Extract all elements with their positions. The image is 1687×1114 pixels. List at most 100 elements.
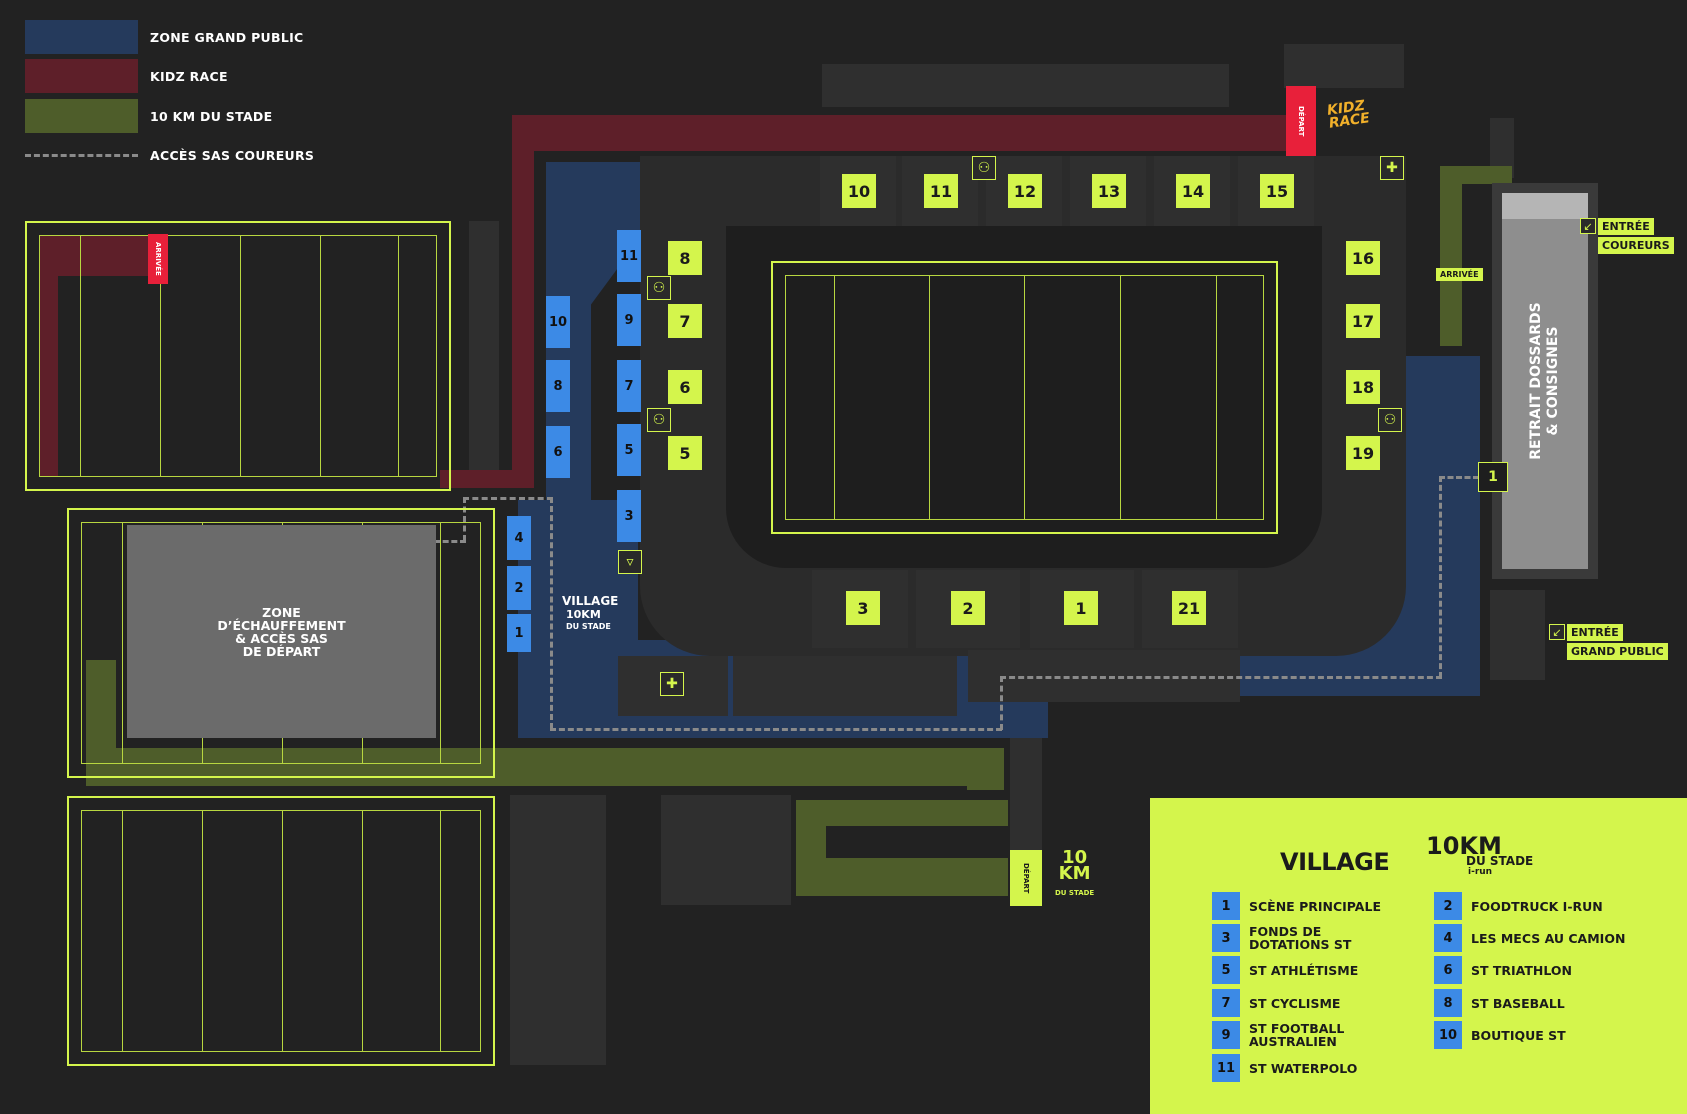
- key-item: 5 ST ATHLÉTISME: [1212, 956, 1358, 984]
- kidz-route-join: [440, 470, 534, 488]
- stand-label: 8: [668, 241, 702, 275]
- village-logo-main: 10KM: [566, 608, 601, 621]
- stand-label: 1: [1064, 591, 1098, 625]
- building-top: [822, 64, 1229, 107]
- retrait-marker: 1: [1478, 462, 1508, 492]
- stand-label: 13: [1092, 174, 1126, 208]
- village-booth: 8: [546, 360, 570, 412]
- key-panel-sponsor: i-run: [1468, 867, 1493, 877]
- stand-label: 5: [668, 436, 702, 470]
- retrait-label: RETRAIT DOSSARDS: [1528, 302, 1544, 460]
- key-item-num: 9: [1212, 1021, 1240, 1049]
- key-item-label: ST TRIATHLON: [1471, 962, 1572, 978]
- warmup-zone-line: & ACCÈS SAS: [235, 630, 328, 646]
- key-item-num: 2: [1434, 892, 1462, 920]
- village-booth: 6: [546, 426, 570, 478]
- stand-label: 15: [1260, 174, 1294, 208]
- village-booth: 5: [617, 424, 641, 476]
- warmup-zone-line: ZONE: [262, 604, 301, 620]
- 10km-route-right-vertical: [1440, 166, 1462, 346]
- stand-label: 3: [846, 591, 880, 625]
- key-item-label: ST WATERPOLO: [1249, 1060, 1358, 1076]
- village-logo: 10KM DU STADE: [566, 609, 611, 632]
- key-item-num: 7: [1212, 989, 1240, 1017]
- entree-coureurs-tag: ENTRÉE: [1598, 218, 1654, 235]
- key-panel-logo-du: DU: [1466, 854, 1486, 868]
- legend-label: ACCÈS SAS COUREURS: [150, 147, 315, 163]
- key-panel-title: VILLAGE: [1280, 848, 1390, 876]
- stand-label: 7: [668, 304, 702, 338]
- 10km-route-bottom: [86, 748, 1004, 786]
- toilets-icon: ⚇: [972, 156, 996, 180]
- key-item: 7 ST CYCLISME: [1212, 989, 1340, 1017]
- 10km-route-loop-down: [967, 748, 1004, 790]
- village-key-panel: VILLAGE 10KM DU STADE i-run 1 SCÈNE PRIN…: [1150, 798, 1687, 1114]
- village-booth: 10: [546, 296, 570, 348]
- first-aid-icon: ✚: [1380, 156, 1404, 180]
- toilets-icon: ⚇: [647, 408, 671, 432]
- legend-dash-swatch: [25, 138, 138, 172]
- village-booth: 9: [617, 294, 641, 346]
- key-item: 6 ST TRIATHLON: [1434, 956, 1572, 984]
- key-item-label: ST ATHLÉTISME: [1249, 962, 1359, 978]
- toilets-icon: ⚇: [1378, 408, 1402, 432]
- stand-label: 11: [924, 174, 958, 208]
- warmup-zone: ZONE D’ÉCHAUFFEMENT & ACCÈS SAS DE DÉPAR…: [127, 525, 436, 738]
- stand-label: 18: [1346, 370, 1380, 404]
- legend-swatch: [25, 99, 138, 133]
- key-item-label: FOODTRUCK I-RUN: [1471, 898, 1603, 914]
- sas-access-path: [408, 540, 466, 543]
- building-bottom-left: [510, 795, 606, 1065]
- key-item: 8 ST BASEBALL: [1434, 989, 1565, 1017]
- key-panel-logo-stade: STADE: [1489, 854, 1534, 868]
- key-item-num: 3: [1212, 924, 1240, 952]
- stand-label: 10: [842, 174, 876, 208]
- 10km-route-loop-gap: [826, 826, 1010, 858]
- kidz-route-field: [40, 236, 165, 276]
- legend-item-10km: 10 KM DU STADE: [25, 99, 272, 133]
- key-item-num: 8: [1434, 989, 1462, 1017]
- stand-label: 17: [1346, 304, 1380, 338]
- building-top-right: [1284, 44, 1404, 88]
- key-item-num: 5: [1212, 956, 1240, 984]
- village-booth: 3: [617, 490, 641, 542]
- village-label: VILLAGE: [562, 594, 619, 608]
- key-item-num: 10: [1434, 1021, 1462, 1049]
- 10km-logo: 10 KM DU STADE: [1055, 849, 1095, 901]
- village-booth: 7: [617, 360, 641, 412]
- sas-access-path: [550, 497, 553, 729]
- legend-item-kidz-race: KIDZ RACE: [25, 59, 228, 93]
- sas-access-path: [463, 497, 466, 541]
- 10km-logo-line: DU STADE: [1055, 889, 1095, 897]
- building-bottom-mid: [661, 795, 791, 905]
- key-item: 4 LES MECS AU CAMION: [1434, 924, 1625, 952]
- arrow-down-left-icon: ↙: [1580, 218, 1596, 234]
- key-item-label: LES MECS AU CAMION: [1471, 930, 1626, 946]
- stand-label: 21: [1172, 591, 1206, 625]
- legend-label: ZONE GRAND PUBLIC: [150, 29, 304, 45]
- key-item-label: BOUTIQUE ST: [1471, 1027, 1566, 1043]
- entree-coureurs-tag: COUREURS: [1598, 237, 1674, 254]
- key-item-num: 11: [1212, 1054, 1240, 1082]
- legend-item-grand-public: ZONE GRAND PUBLIC: [25, 20, 304, 54]
- toilets-icon: ⚇: [647, 276, 671, 300]
- village-building: [733, 656, 957, 716]
- village-booth: 2: [507, 566, 531, 610]
- retrait-label: & CONSIGNES: [1545, 326, 1561, 436]
- village-booth: 1: [507, 614, 531, 652]
- building-strip-left: [469, 221, 499, 475]
- legend-label: 10 KM DU STADE: [150, 108, 273, 124]
- key-item-num: 4: [1434, 924, 1462, 952]
- drink-icon: ▿: [618, 550, 642, 574]
- field-south: [67, 796, 495, 1066]
- stand-label: 16: [1346, 241, 1380, 275]
- building-entree-gp: [1490, 590, 1545, 680]
- legend-swatch: [25, 59, 138, 93]
- village-booth: 4: [507, 516, 531, 560]
- sas-access-path: [1439, 476, 1442, 678]
- entree-grand-public-tag: ENTRÉE: [1567, 624, 1623, 641]
- key-item-label: ST FOOTBALL AUSTRALIEN: [1249, 1021, 1345, 1049]
- kidz-route-vertical: [512, 115, 534, 487]
- kidz-route-top: [512, 115, 1292, 151]
